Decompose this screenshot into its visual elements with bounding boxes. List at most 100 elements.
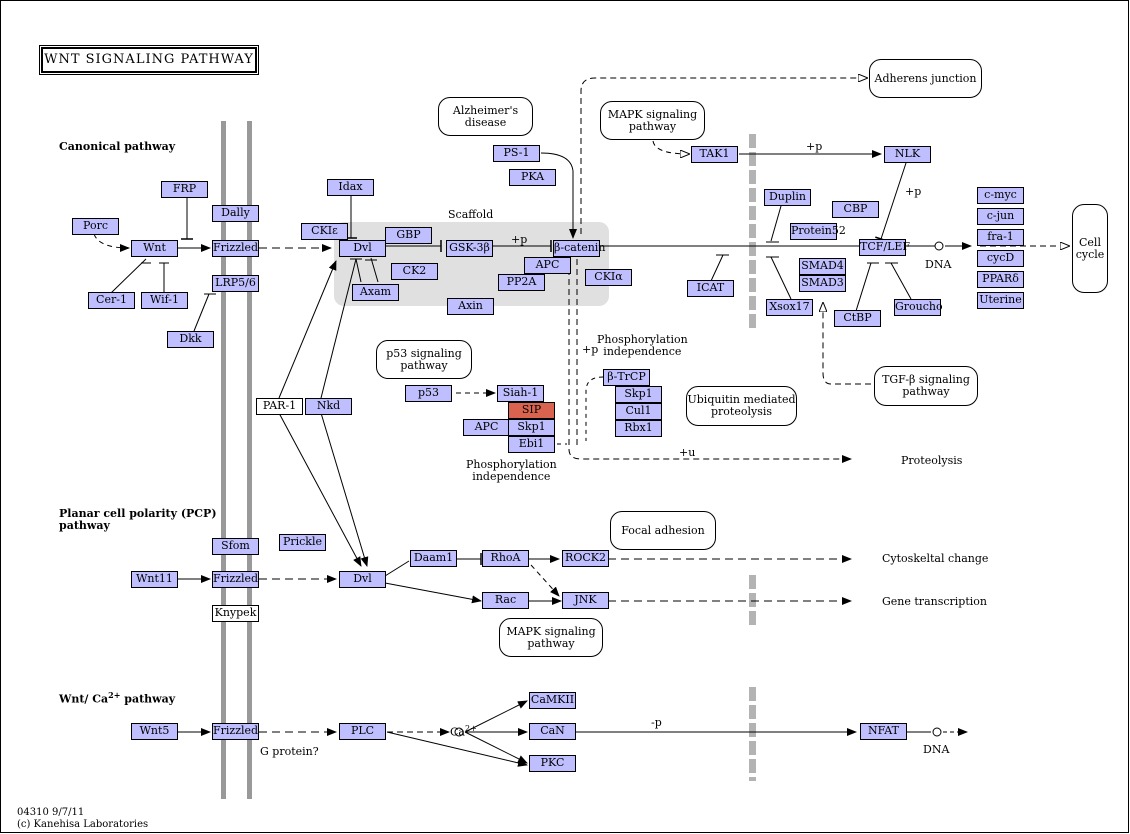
- gene-tak1[interactable]: TAK1: [691, 146, 738, 163]
- plus-p-label: +p: [511, 233, 528, 246]
- gene-prickle[interactable]: Prickle: [279, 534, 326, 551]
- gene-nfat[interactable]: NFAT: [860, 723, 907, 740]
- gene-gbp[interactable]: GBP: [385, 227, 432, 244]
- gene-dally[interactable]: Dally: [212, 205, 259, 222]
- gene-skp1[interactable]: Skp1: [615, 386, 662, 403]
- map-ubiquitin[interactable]: Ubiquitin mediated proteolysis: [686, 386, 797, 426]
- gene-apc[interactable]: APC: [524, 257, 571, 274]
- gene-frp[interactable]: FRP: [161, 181, 208, 198]
- map-tgf-beta[interactable]: TGF-β signaling pathway: [874, 366, 978, 406]
- gene-c-myc[interactable]: c-myc: [977, 187, 1024, 204]
- gene-pka[interactable]: PKA: [509, 169, 556, 186]
- map-adherens-junction[interactable]: Adherens junction: [869, 59, 982, 98]
- gene-cul1[interactable]: Cul1: [615, 403, 662, 420]
- gene-ebi1[interactable]: Ebi1: [508, 436, 555, 453]
- gene-nlk[interactable]: NLK: [884, 146, 931, 163]
- scaffold-label: Scaffold: [448, 208, 494, 221]
- ca-heading-suffix: pathway: [120, 692, 176, 706]
- dna-label: DNA: [923, 743, 950, 756]
- gene-idax[interactable]: Idax: [327, 179, 374, 196]
- footer-copyright: (c) Kanehisa Laboratories: [17, 819, 149, 830]
- gene-smad4[interactable]: SMAD4: [799, 258, 846, 275]
- map-cell-cycle[interactable]: Cell cycle: [1072, 204, 1108, 293]
- gene-pp2a[interactable]: PP2A: [498, 274, 545, 291]
- gene-siah1[interactable]: Siah-1: [497, 385, 544, 402]
- gene-daam1[interactable]: Daam1: [410, 550, 457, 567]
- gene-skp1[interactable]: Skp1: [508, 419, 555, 436]
- map-alzheimers[interactable]: Alzheimer's disease: [438, 97, 533, 136]
- gene-rock2[interactable]: ROCK2: [562, 550, 609, 567]
- gene-can[interactable]: CaN: [529, 723, 576, 740]
- gene-frizzled[interactable]: Frizzled: [212, 571, 259, 588]
- g-protein-label: G protein?: [260, 745, 319, 758]
- gene-cycd[interactable]: cycD: [977, 250, 1024, 267]
- gene-ckia[interactable]: CKIα: [585, 269, 632, 286]
- gene-frizzled[interactable]: Frizzled: [212, 723, 259, 740]
- gene-xsox17[interactable]: Xsox17: [766, 299, 813, 316]
- gene-uterine[interactable]: Uterine: [977, 292, 1024, 309]
- gene-wnt11[interactable]: Wnt11: [131, 571, 178, 588]
- gene-beta-catenin[interactable]: β-catenin: [553, 240, 605, 257]
- ca2-label: Ca2+: [450, 711, 477, 739]
- gene-sfom[interactable]: Sfom: [212, 538, 259, 555]
- membrane-right: [247, 121, 252, 799]
- gene-par1[interactable]: PAR-1: [256, 398, 303, 415]
- gene-wnt[interactable]: Wnt: [131, 240, 178, 257]
- page-title: WNT SIGNALING PATHWAY: [39, 45, 259, 75]
- gene-beta-trcp[interactable]: β-TrCP: [603, 369, 650, 386]
- gene-ctbp[interactable]: CtBP: [834, 310, 881, 327]
- gene-transcription-label: Gene transcription: [882, 595, 987, 608]
- gene-apc[interactable]: APC: [463, 419, 510, 436]
- gene-ckie[interactable]: CKIε: [301, 223, 348, 240]
- gene-frizzled[interactable]: Frizzled: [212, 240, 259, 257]
- nuclear-band-1: [749, 134, 756, 332]
- gene-cbp[interactable]: CBP: [832, 201, 879, 218]
- minus-p-label: -p: [651, 716, 662, 729]
- gene-jnk[interactable]: JNK: [562, 592, 609, 609]
- gene-c-jun[interactable]: c-jun: [977, 208, 1024, 225]
- gene-dkk[interactable]: Dkk: [167, 331, 214, 348]
- gene-plc[interactable]: PLC: [339, 723, 386, 740]
- gene-knypek[interactable]: Knypek: [212, 605, 259, 622]
- gene-wnt5[interactable]: Wnt5: [131, 723, 178, 740]
- gene-axin[interactable]: Axin: [447, 298, 494, 315]
- membrane-left: [221, 121, 226, 799]
- gene-porc[interactable]: Porc: [72, 218, 119, 235]
- gene-nkd[interactable]: Nkd: [305, 398, 352, 415]
- gene-sip[interactable]: SIP: [508, 402, 555, 419]
- gene-ps1[interactable]: PS-1: [493, 145, 540, 162]
- gene-ck2[interactable]: CK2: [391, 263, 438, 280]
- gene-p53[interactable]: p53: [405, 385, 452, 402]
- gene-rhoa[interactable]: RhoA: [482, 550, 529, 567]
- gene-tcf-lef[interactable]: TCF/LEF: [859, 239, 910, 256]
- gene-gsk3b[interactable]: GSK-3β: [446, 240, 493, 257]
- gene-dvl[interactable]: Dvl: [339, 571, 386, 588]
- gene-groucho[interactable]: Groucho: [894, 299, 943, 316]
- gene-pkc[interactable]: PKC: [529, 755, 576, 772]
- gene-icat[interactable]: ICAT: [687, 280, 734, 297]
- gene-wif1[interactable]: Wif-1: [141, 292, 188, 309]
- gene-camkii[interactable]: CaMKII: [529, 692, 576, 709]
- dna-label: DNA: [925, 258, 952, 271]
- map-mapk-2[interactable]: MAPK signaling pathway: [499, 618, 603, 657]
- gene-lrp5-6[interactable]: LRP5/6: [212, 275, 259, 292]
- gene-rac[interactable]: Rac: [482, 592, 529, 609]
- gene-protein52[interactable]: Protein52: [790, 223, 846, 240]
- gene-dvl[interactable]: Dvl: [339, 240, 386, 257]
- gene-ppard[interactable]: PPARδ: [977, 271, 1024, 288]
- map-focal-adhesion[interactable]: Focal adhesion: [610, 511, 716, 550]
- map-mapk-1[interactable]: MAPK signaling pathway: [600, 101, 705, 140]
- gene-duplin[interactable]: Duplin: [764, 189, 811, 206]
- gene-cer1[interactable]: Cer-1: [88, 292, 135, 309]
- plus-p-label: +p: [806, 140, 823, 153]
- gene-smad3[interactable]: SMAD3: [799, 275, 846, 292]
- gene-axam[interactable]: Axam: [352, 284, 399, 301]
- map-p53[interactable]: p53 signaling pathway: [376, 340, 472, 379]
- gene-rbx1[interactable]: Rbx1: [615, 420, 662, 437]
- phos-indep-label: Phosphorylation independence: [597, 333, 688, 358]
- gene-fra1[interactable]: fra-1: [977, 229, 1024, 246]
- footer-id: 04310 9/7/11: [17, 807, 85, 818]
- ca-heading: Wnt/ Ca2+ pathway: [59, 677, 175, 706]
- ca-heading-text: Wnt/ Ca: [59, 692, 109, 706]
